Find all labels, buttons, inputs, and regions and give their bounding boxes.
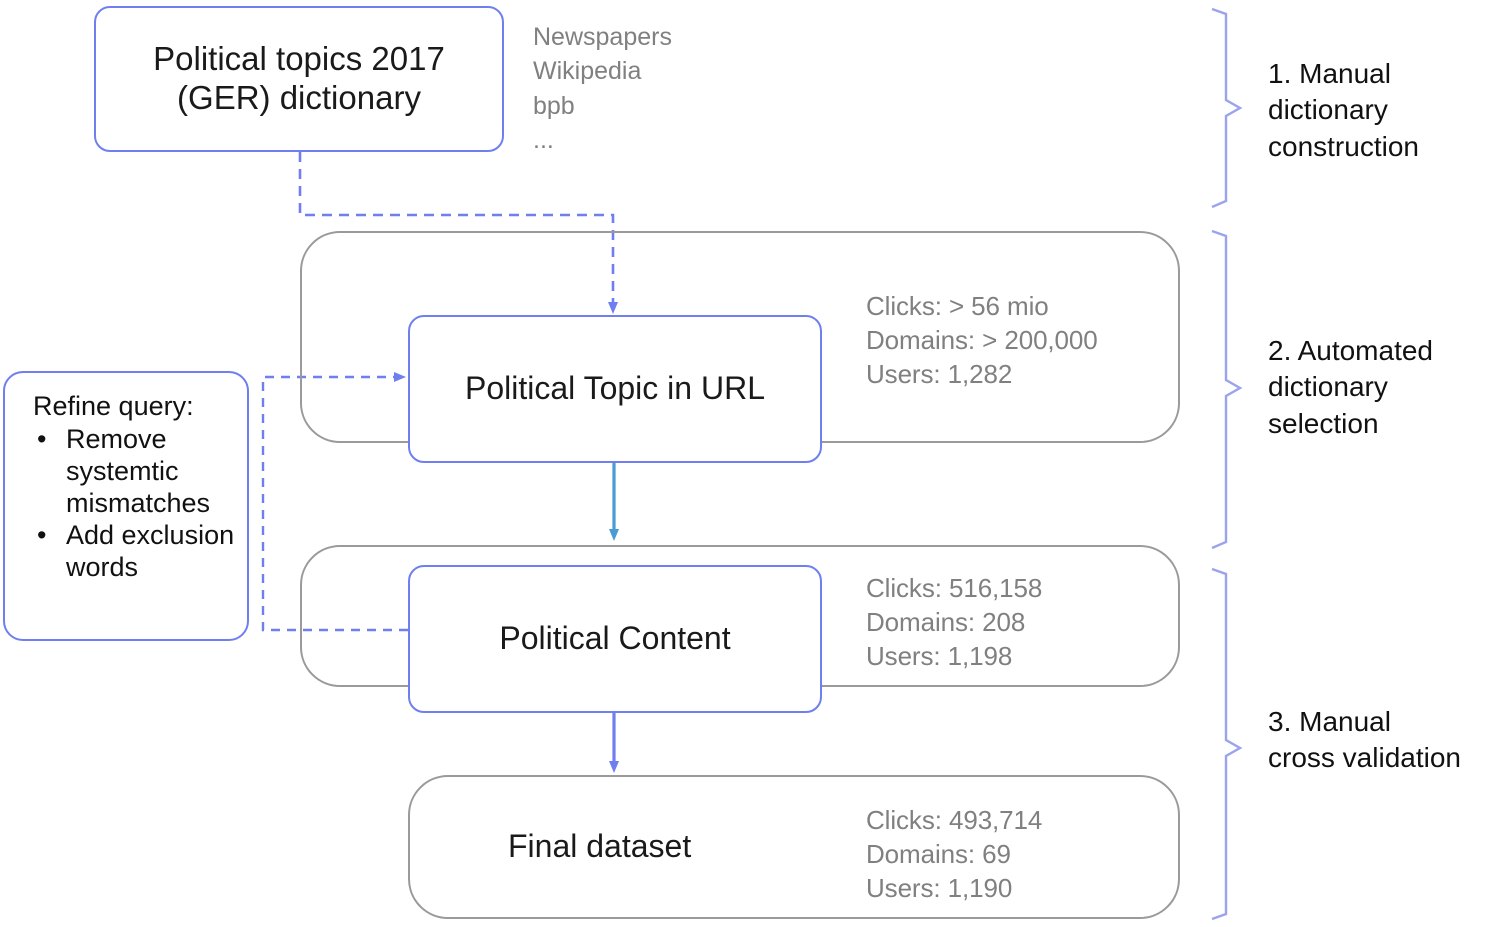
- brace-phase-1: [1211, 7, 1243, 209]
- node-final-dataset-label: Final dataset: [508, 828, 692, 865]
- refine-item-text: Remove systemtic mismatches: [66, 423, 211, 518]
- node-dictionary-label: Political topics 2017 (GER) dictionary: [153, 40, 445, 116]
- phase-label-3: 3. Manual cross validation: [1268, 706, 1461, 774]
- node-political-content[interactable]: Political Content: [408, 565, 822, 713]
- refine-item-text: Add exclusion words: [66, 520, 235, 583]
- node-refine-query[interactable]: Refine query: • Remove systemtic mismatch…: [3, 371, 249, 641]
- node-dictionary[interactable]: Political topics 2017 (GER) dictionary: [94, 6, 504, 152]
- stats-political-content: Clicks: 516,158 Domains: 208 Users: 1,19…: [866, 573, 1043, 671]
- node-final-dataset[interactable]: Final dataset: [408, 775, 1180, 919]
- node-political-topic-url[interactable]: Political Topic in URL: [408, 315, 822, 463]
- bullet-icon: •: [37, 423, 47, 454]
- list-item: • Remove systemtic mismatches: [33, 424, 237, 520]
- phase-label-2: 2. Automated dictionary selection: [1268, 335, 1434, 439]
- sources-list: Newspapers Wikipedia bpb ...: [533, 23, 672, 154]
- bullet-icon: •: [37, 520, 47, 551]
- stats-political-topic-url: Clicks: > 56 mio Domains: > 200,000 User…: [866, 291, 1098, 389]
- list-item: • Add exclusion words: [33, 520, 237, 584]
- refine-query-list: • Remove systemtic mismatches • Add exclus…: [33, 424, 237, 584]
- brace-phase-3: [1211, 567, 1243, 921]
- node-political-topic-url-label: Political Topic in URL: [465, 370, 765, 407]
- phase-label-1: 1. Manual dictionary construction: [1268, 58, 1419, 162]
- node-political-content-label: Political Content: [499, 620, 731, 657]
- brace-phase-2: [1211, 229, 1243, 550]
- stats-final-dataset: Clicks: 493,714 Domains: 69 Users: 1,190: [866, 805, 1043, 903]
- refine-query-title: Refine query:: [33, 391, 194, 421]
